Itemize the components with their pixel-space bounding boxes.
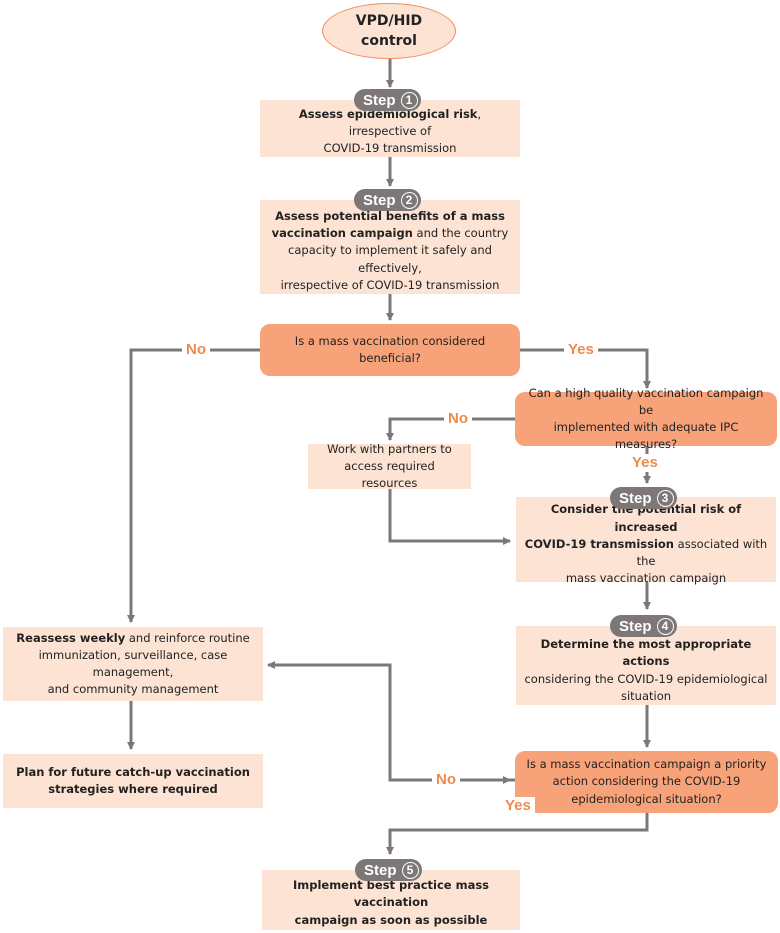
start-line2: control xyxy=(361,33,417,49)
step1-text: , irrespective of xyxy=(348,106,482,138)
label-yes-quality: Yes xyxy=(628,454,662,472)
step1-box: Assess epidemiological risk, irrespectiv… xyxy=(260,100,520,157)
partners-line1: Work with partners to xyxy=(327,441,452,456)
step4-line3: situation xyxy=(620,688,672,703)
step2-box: Assess potential benefits of a mass vacc… xyxy=(260,200,520,294)
label-yes-priority: Yes xyxy=(501,797,535,815)
reassess-box: Reassess weekly and reinforce routine im… xyxy=(3,627,263,701)
step3-line1: Consider the potential risk of increased xyxy=(550,502,742,534)
reassess-line3: and community management xyxy=(47,682,219,697)
arrow-q1-no xyxy=(127,348,260,623)
step5-line2: campaign as soon as possible xyxy=(294,912,488,927)
question-priority-line3: epidemiological situation? xyxy=(571,791,722,806)
partners-line2: access required resources xyxy=(344,458,435,491)
step5-box: Implement best practice mass vaccination… xyxy=(262,870,520,930)
start-node: VPD/HID control xyxy=(322,3,456,59)
step1-badge-number: 1 xyxy=(400,91,418,109)
step3-badge-label: Step xyxy=(619,489,652,507)
question-priority-line2: action considering the COVID-19 xyxy=(552,774,741,789)
step3-box: Consider the potential risk of increased… xyxy=(516,497,776,585)
partners-box: Work with partners to access required re… xyxy=(308,441,471,490)
step5-badge-number: 5 xyxy=(401,861,419,879)
plan-line2: strategies where required xyxy=(48,782,218,796)
question-priority-action: Is a mass vaccination campaign a priorit… xyxy=(515,751,778,813)
arrow-partners-to-step3 xyxy=(388,489,511,545)
plan-box: Plan for future catch-up vaccination str… xyxy=(3,754,263,808)
step4-badge-label: Step xyxy=(619,617,652,635)
step2-line1: Assess potential benefits of a mass xyxy=(275,208,505,223)
step2-bold-text: vaccination campaign xyxy=(271,226,413,241)
plan-line1: Plan for future catch-up vaccination xyxy=(16,764,250,779)
step5-badge-label: Step xyxy=(364,861,397,879)
question-beneficial: Is a mass vaccination considered benefic… xyxy=(260,324,520,376)
label-no-beneficial: No xyxy=(182,341,210,359)
step3-badge-number: 3 xyxy=(656,489,674,507)
reassess-line2: immunization, surveillance, case managem… xyxy=(38,647,228,679)
step2-badge-number: 2 xyxy=(400,191,418,209)
reassess-text: and reinforce routine xyxy=(125,630,250,645)
label-no-priority: No xyxy=(432,771,460,789)
start-line1: VPD/HID xyxy=(355,12,423,29)
arrow-q3-no xyxy=(267,661,515,782)
step2-badge-label: Step xyxy=(363,191,396,209)
arrow-q3-yes xyxy=(386,813,649,855)
step2-line3: capacity to implement it safely and effe… xyxy=(288,243,492,275)
step2-line2-text: and the country xyxy=(412,226,509,241)
step5-line1: Implement best practice mass vaccination xyxy=(292,878,490,910)
step4-line2: considering the COVID-19 epidemiological xyxy=(524,671,768,686)
step1-line2: COVID-19 transmission xyxy=(323,141,457,156)
question-quality-line1: Can a high quality vaccination campaign … xyxy=(528,385,764,417)
step4-badge-number: 4 xyxy=(656,617,674,635)
question-quality-campaign: Can a high quality vaccination campaign … xyxy=(515,386,777,451)
reassess-bold-text: Reassess weekly xyxy=(16,630,126,645)
question-beneficial-text: Is a mass vaccination considered benefic… xyxy=(294,333,486,365)
step1-badge-label: Step xyxy=(363,91,396,109)
step1-bold-text: Assess epidemiological risk xyxy=(298,106,478,121)
arrow-q2-no xyxy=(386,417,515,441)
step4-line1: Determine the most appropriate actions xyxy=(540,637,752,669)
arrow-q1-yes xyxy=(520,348,651,389)
step3-bold-text: COVID-19 transmission xyxy=(524,536,674,551)
step3-line3: mass vaccination campaign xyxy=(565,571,727,586)
step4-box: Determine the most appropriate actions c… xyxy=(516,626,776,705)
question-priority-line1: Is a mass vaccination campaign a priorit… xyxy=(526,757,767,772)
step2-line4: irrespective of COVID-19 transmission xyxy=(280,277,500,292)
step3-line2-text: associated with the xyxy=(636,536,768,569)
label-no-quality: No xyxy=(444,410,472,428)
label-yes-beneficial: Yes xyxy=(564,341,598,359)
question-quality-line2: implemented with adequate IPC measures? xyxy=(553,420,739,452)
